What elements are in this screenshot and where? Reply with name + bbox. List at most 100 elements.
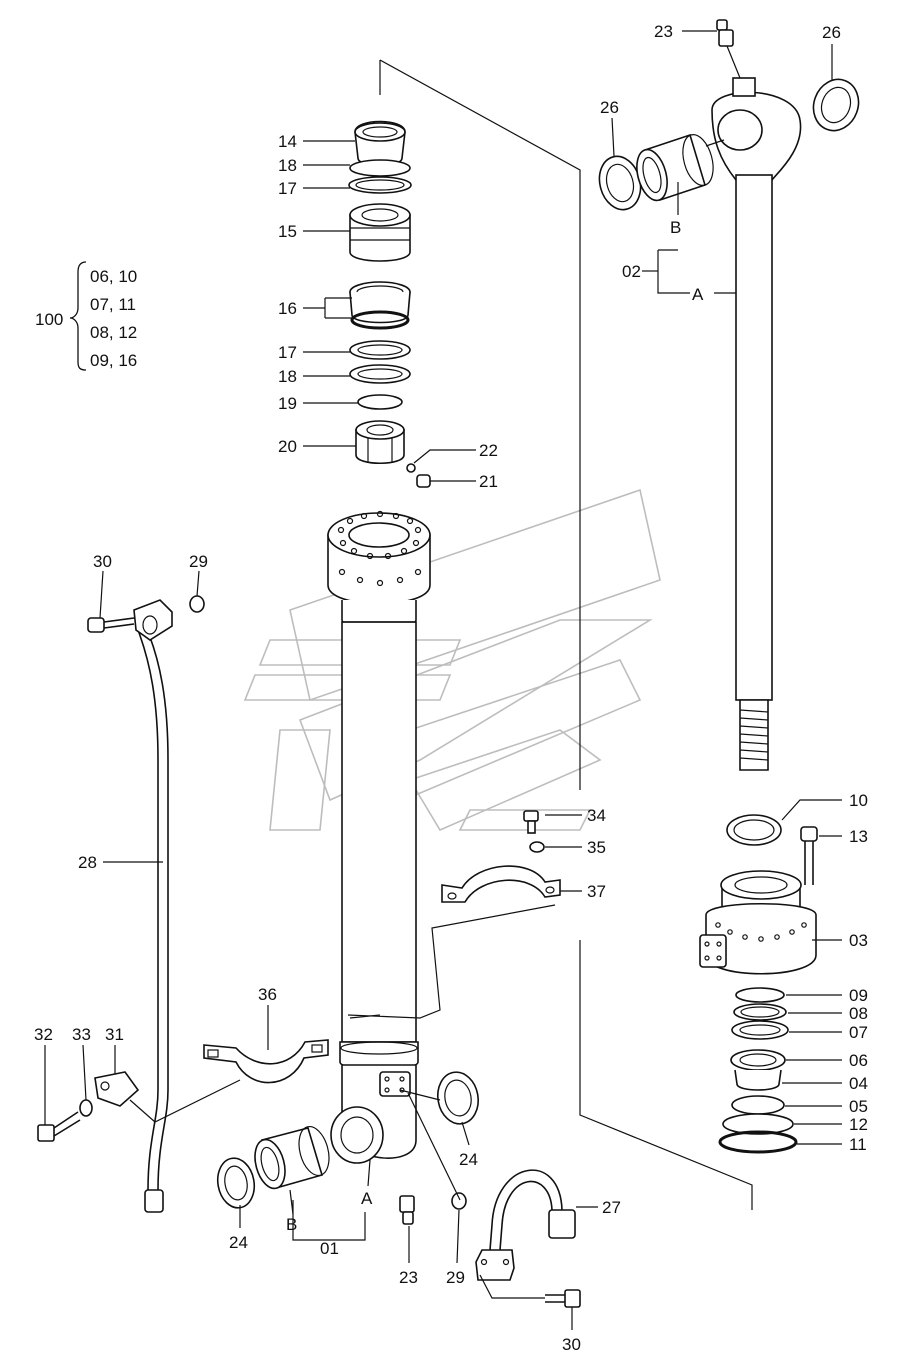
bushing-b-upper xyxy=(636,133,714,202)
bushing-14 xyxy=(354,120,406,167)
ring-19 xyxy=(357,394,403,410)
kit-bracket xyxy=(69,261,87,371)
label-31: 31 xyxy=(105,1025,124,1044)
dust-seal-26-right xyxy=(812,78,860,132)
label-02: 02 xyxy=(622,262,641,281)
flange-bolt-holes xyxy=(337,510,422,587)
clamp-37 xyxy=(441,865,561,903)
hose-28 xyxy=(133,599,173,1213)
label-a2: A xyxy=(361,1189,373,1208)
rod-thread xyxy=(739,709,769,761)
label-26a: 26 xyxy=(822,23,841,42)
ring-09 xyxy=(735,987,785,1003)
label-16: 16 xyxy=(278,299,297,318)
washer-33 xyxy=(79,1099,93,1117)
label-21: 21 xyxy=(479,472,498,491)
bolt-34 xyxy=(523,810,539,834)
label-b1: B xyxy=(670,218,681,237)
kit-row-1: 06, 10 xyxy=(90,267,137,286)
label-10: 10 xyxy=(849,791,868,810)
label-36: 36 xyxy=(258,985,277,1004)
clamp-36 xyxy=(203,1039,329,1084)
ring-10 xyxy=(726,814,782,846)
part-labels: 14 18 17 15 16 17 18 19 20 22 21 23 26 2… xyxy=(34,22,868,1354)
ring-18a xyxy=(349,159,411,177)
leader-lines xyxy=(44,30,842,1330)
bushing-b-lower xyxy=(254,1125,330,1190)
label-08: 08 xyxy=(849,1004,868,1023)
label-06: 06 xyxy=(849,1051,868,1070)
label-18a: 18 xyxy=(278,156,297,175)
dust-seal-24-left xyxy=(216,1157,256,1209)
label-22: 22 xyxy=(479,441,498,460)
label-24b: 24 xyxy=(229,1233,248,1252)
kit-id: 100 xyxy=(35,310,63,329)
kit-labels: 100 06, 10 07, 11 08, 12 09, 16 xyxy=(35,267,137,370)
label-12: 12 xyxy=(849,1115,868,1134)
kit-row-3: 08, 12 xyxy=(90,323,137,342)
seal-16 xyxy=(349,281,411,330)
packing-15 xyxy=(349,203,411,262)
label-09: 09 xyxy=(849,986,868,1005)
label-29b: 29 xyxy=(446,1268,465,1287)
bushing-04 xyxy=(734,1069,782,1091)
label-14: 14 xyxy=(278,132,297,151)
label-35: 35 xyxy=(587,838,606,857)
label-05: 05 xyxy=(849,1097,868,1116)
nut-20 xyxy=(355,420,405,464)
cover-bolt-holes xyxy=(715,922,807,942)
label-30a: 30 xyxy=(93,552,112,571)
label-04: 04 xyxy=(849,1074,868,1093)
dust-seal-24-right xyxy=(436,1071,480,1125)
label-13: 13 xyxy=(849,827,868,846)
cylinder-tube-01 xyxy=(327,510,431,1164)
label-19: 19 xyxy=(278,394,297,413)
watermark-logo xyxy=(243,488,661,832)
clamp-31 xyxy=(94,1071,140,1107)
label-34: 34 xyxy=(587,806,606,825)
ring-05 xyxy=(731,1095,785,1115)
pipe-27 xyxy=(475,1169,576,1281)
label-23b: 23 xyxy=(399,1268,418,1287)
grease-nipple-23-top xyxy=(716,19,741,79)
ring-11 xyxy=(718,1130,798,1154)
label-15: 15 xyxy=(278,222,297,241)
label-29a: 29 xyxy=(189,552,208,571)
ring-18b xyxy=(349,364,411,384)
label-28: 28 xyxy=(78,853,97,872)
grease-nipple-23-bottom xyxy=(399,1195,415,1225)
label-03: 03 xyxy=(849,931,868,950)
label-33: 33 xyxy=(72,1025,91,1044)
label-17a: 17 xyxy=(278,179,297,198)
label-30b: 30 xyxy=(562,1335,581,1354)
oring-29-top xyxy=(189,595,205,613)
label-17b: 17 xyxy=(278,343,297,362)
label-32: 32 xyxy=(34,1025,53,1044)
washer-35 xyxy=(529,841,545,853)
label-01: 01 xyxy=(320,1239,339,1258)
kit-row-2: 07, 11 xyxy=(90,295,136,314)
ring-17b xyxy=(349,340,411,360)
bolt-32 xyxy=(37,1111,81,1142)
label-23a: 23 xyxy=(654,22,673,41)
rod-cover-03 xyxy=(699,870,817,975)
setscrew-21 xyxy=(416,474,431,488)
label-07: 07 xyxy=(849,1023,868,1042)
label-20: 20 xyxy=(278,437,297,456)
label-11: 11 xyxy=(849,1135,867,1154)
piston-rod-02 xyxy=(711,77,802,771)
label-18b: 18 xyxy=(278,367,297,386)
ring-12 xyxy=(722,1113,794,1135)
bolt-30-bottom xyxy=(545,1289,581,1308)
ring-07 xyxy=(731,1020,789,1040)
bolt-30-top xyxy=(87,617,135,633)
oring-29-bottom xyxy=(451,1192,467,1210)
label-b2: B xyxy=(286,1215,297,1234)
ball-22 xyxy=(406,463,416,473)
kit-row-4: 09, 16 xyxy=(90,351,137,370)
rod-packing-group xyxy=(348,120,431,488)
label-24a: 24 xyxy=(459,1150,478,1169)
label-a1: A xyxy=(692,285,704,304)
label-37: 37 xyxy=(587,882,606,901)
